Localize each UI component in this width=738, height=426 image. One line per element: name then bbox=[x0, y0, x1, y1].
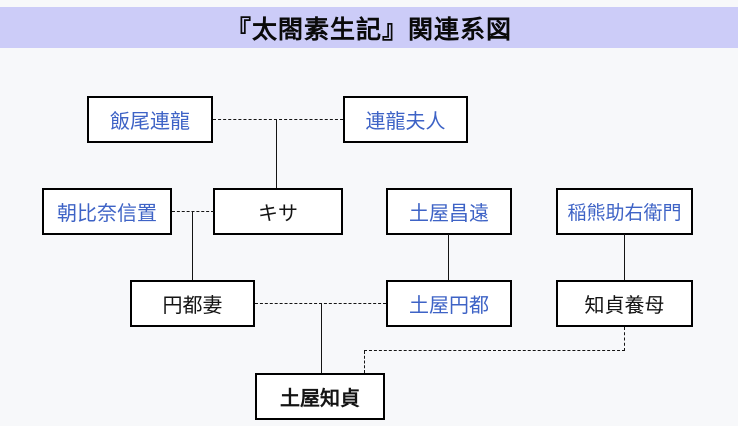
node-inakuma-sukeemon[interactable]: 稲熊助右衛門 bbox=[556, 188, 693, 235]
node-tsuchiya-tomosada: 土屋知貞 bbox=[255, 373, 385, 420]
edge-couple-asahina-kisa bbox=[172, 211, 214, 212]
edge-adoption-horizontal bbox=[364, 350, 625, 351]
edge-adoption-vertical-left bbox=[364, 351, 365, 373]
title-band: 『太閤素生記』関連系図 bbox=[0, 7, 738, 48]
edge-couple-endotsuma-endo bbox=[255, 303, 386, 304]
node-kisa: キサ bbox=[213, 188, 343, 235]
node-tomosada-yobo: 知貞養母 bbox=[556, 280, 693, 327]
edge-child-tomosada-yobo bbox=[624, 234, 625, 280]
node-iio-tsuratatsu[interactable]: 飯尾連龍 bbox=[87, 96, 213, 143]
edge-adoption-vertical-right bbox=[624, 327, 625, 351]
node-endo-tsuma: 円都妻 bbox=[130, 280, 255, 327]
page-title: 『太閤素生記』関連系図 bbox=[225, 15, 512, 44]
node-asahina-nobuoki[interactable]: 朝比奈信置 bbox=[42, 188, 172, 235]
node-tsuchiya-endo[interactable]: 土屋円都 bbox=[386, 280, 512, 327]
node-tsuratatsu-fujin[interactable]: 連龍夫人 bbox=[343, 96, 468, 143]
edge-child-tsuchiya-endo bbox=[448, 234, 449, 280]
edge-child-kisa bbox=[276, 120, 277, 188]
edge-child-tsuchiya-tomosada bbox=[321, 304, 322, 373]
edge-child-endo-tsuma bbox=[192, 212, 193, 280]
edge-couple-iio-fujin bbox=[213, 119, 343, 120]
node-tsuchiya-masato[interactable]: 土屋昌遠 bbox=[386, 188, 512, 235]
